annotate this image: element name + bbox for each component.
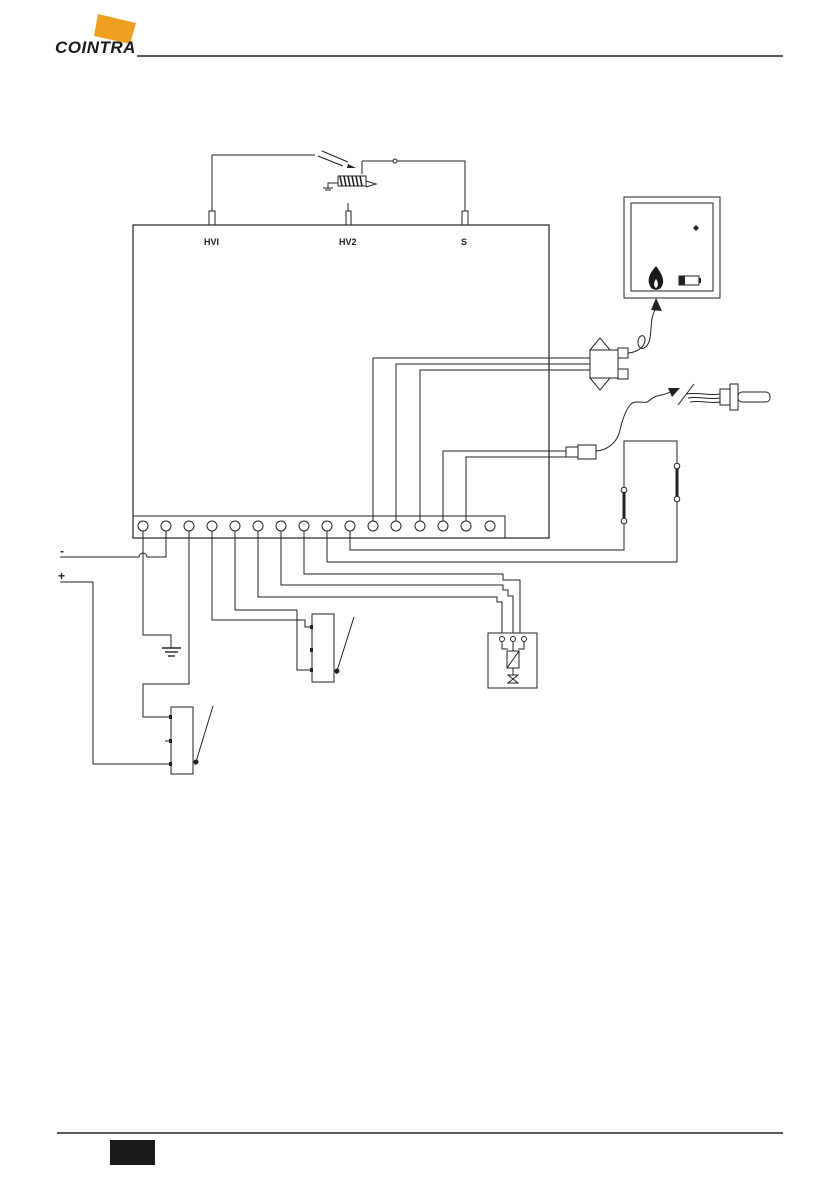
header: COINTRA	[55, 14, 783, 57]
brand-name: COINTRA	[55, 38, 136, 57]
brand-logo: COINTRA	[55, 14, 136, 57]
spark-electrode-icon	[212, 151, 465, 211]
battery-icon	[679, 276, 701, 285]
label-hv1: HVI	[204, 237, 219, 247]
page-number-box	[110, 1140, 155, 1165]
footer	[57, 1133, 783, 1165]
label-s: S	[461, 237, 467, 247]
label-plus: +	[58, 569, 65, 583]
ground-icon	[162, 648, 181, 656]
micro-switch-2	[212, 531, 354, 682]
water-valve-icon	[258, 531, 537, 688]
label-hv2: HV2	[339, 237, 357, 247]
multi-pin-connector	[590, 298, 662, 390]
power-supply: - +	[58, 531, 171, 764]
display-panel	[624, 197, 720, 298]
label-minus: -	[60, 544, 64, 558]
hv-connectors	[209, 211, 468, 225]
control-board: HVI HV2 S	[133, 225, 549, 538]
